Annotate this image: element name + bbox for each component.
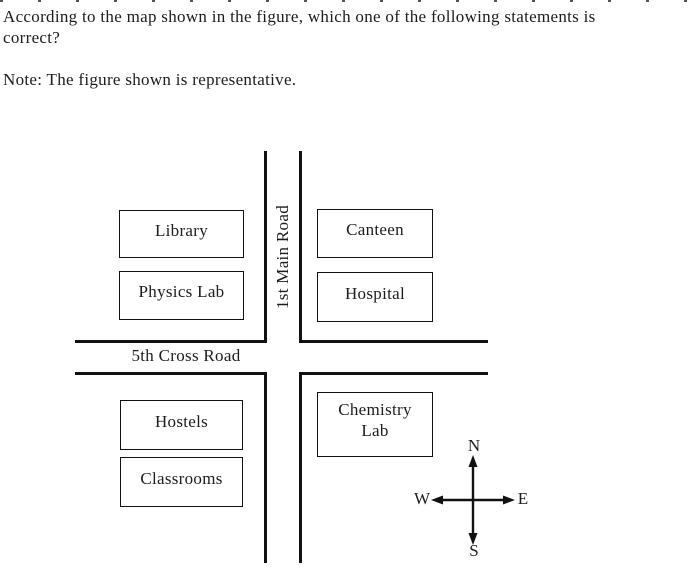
building-canteen-label: Canteen [346, 220, 404, 239]
building-chemistry-lab: Chemistry Lab [317, 392, 433, 457]
building-hostels: Hostels [120, 400, 243, 450]
building-canteen: Canteen [317, 209, 433, 258]
cross-road-top-edge-right [299, 340, 488, 343]
compass-north-label: N [467, 436, 481, 455]
building-physics-lab: Physics Lab [119, 271, 244, 320]
building-physics-lab-label: Physics Lab [138, 282, 225, 301]
cross-road-top-edge-left [75, 340, 267, 343]
main-road-left-edge-upper [264, 151, 267, 343]
main-road-label: 1st Main Road [273, 205, 292, 310]
main-road-right-edge-upper [299, 151, 302, 343]
question-line-2: correct? [3, 28, 61, 47]
cross-road-bottom-edge-right [299, 372, 488, 375]
question-text: According to the map shown in the figure… [3, 6, 689, 48]
compass-south-label: S [469, 541, 479, 560]
compass-rose-icon [431, 455, 515, 545]
compass-east-label: E [517, 489, 529, 508]
cropped-edge-artifact [0, 0, 692, 2]
building-library-label: Library [154, 221, 209, 240]
cross-road-label: 5th Cross Road [131, 346, 241, 365]
building-hospital-label: Hospital [344, 284, 405, 303]
cross-road-bottom-edge-left [75, 372, 267, 375]
main-road-right-edge-lower [299, 372, 302, 563]
building-library: Library [119, 210, 244, 258]
main-road-left-edge-lower [264, 372, 267, 563]
building-chemistry-lab-label: Chemistry Lab [338, 400, 412, 440]
building-hospital: Hospital [317, 272, 433, 322]
compass-west-label: W [413, 489, 431, 508]
question-line-1: According to the map shown in the figure… [3, 7, 596, 26]
building-hostels-label: Hostels [154, 412, 209, 431]
building-classrooms-label: Classrooms [140, 469, 223, 488]
note-text: Note: The figure shown is representative… [3, 70, 297, 89]
building-classrooms: Classrooms [120, 457, 243, 507]
